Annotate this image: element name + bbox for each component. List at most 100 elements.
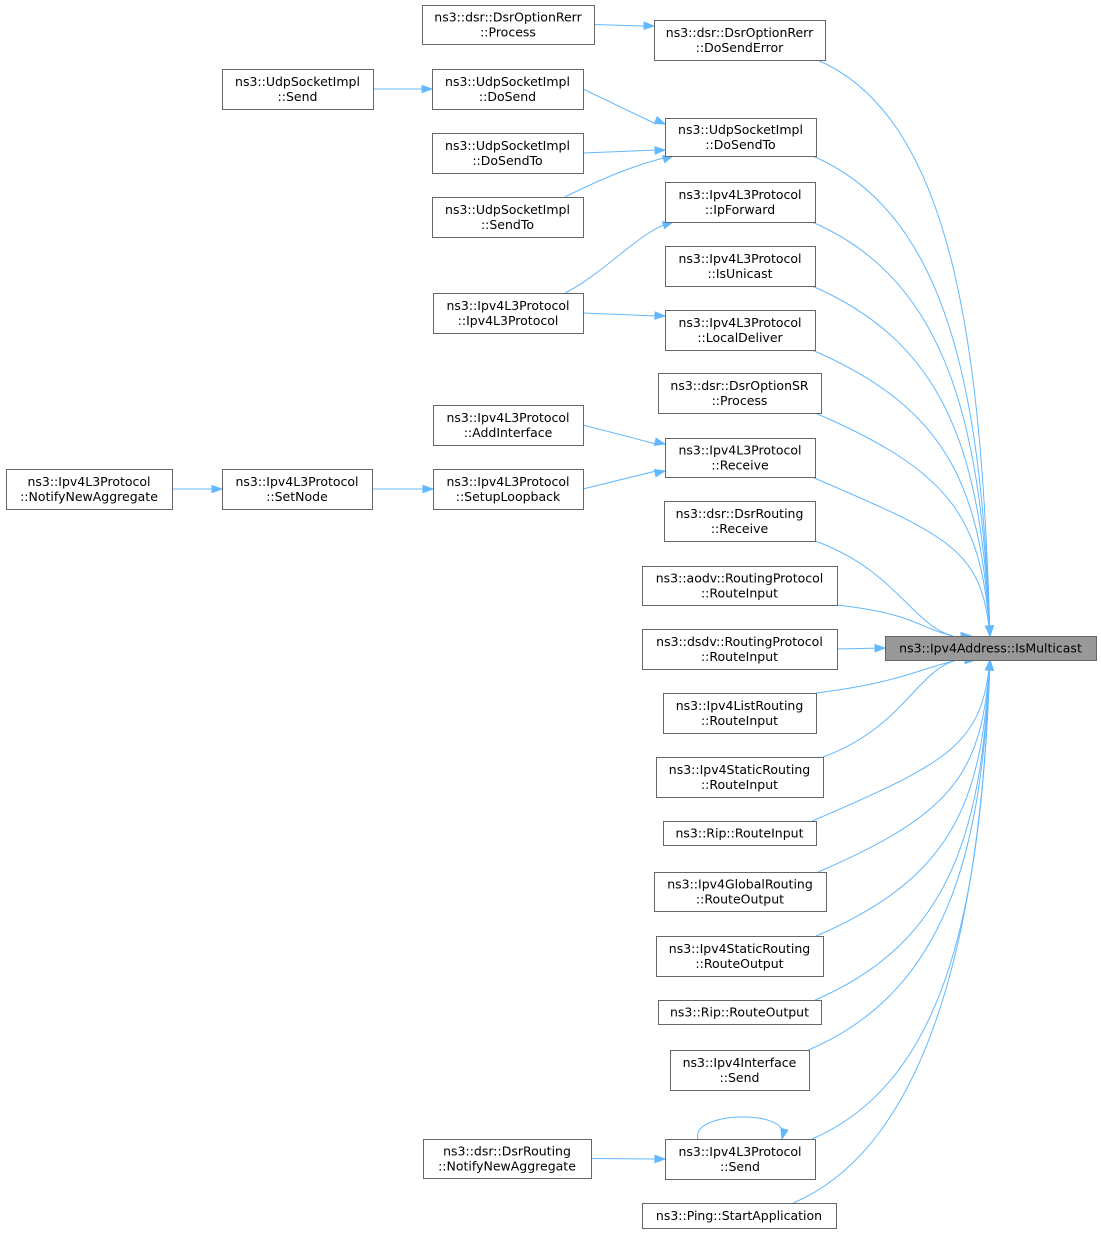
node-label-line: ns3::Ipv4Interface xyxy=(683,1055,797,1070)
node-label-line: ns3::Rip::RouteInput xyxy=(676,826,804,841)
node-label-line: ::IpForward xyxy=(705,202,775,217)
node-ipv4l3-ctor[interactable]: ns3::Ipv4L3Protocol::Ipv4L3Protocol xyxy=(433,293,584,334)
node-label-line: ns3::Ipv4L3Protocol xyxy=(27,474,150,489)
edge-arrowhead xyxy=(643,21,656,31)
edge-ipv4l3_notifynewaggregate-to-ipv4l3_setnode xyxy=(172,484,224,494)
node-target[interactable]: ns3::Ipv4Address::IsMulticast xyxy=(885,636,1097,661)
edge-ipv4l3_setnode-to-ipv4l3_setuploopback xyxy=(372,484,435,494)
edge-udp_dosendto2-to-udp_dosendto xyxy=(582,146,667,155)
edge-line xyxy=(582,312,657,317)
edge-rip_routeinput-to-target xyxy=(812,658,994,822)
node-box xyxy=(642,1203,837,1229)
edge-line xyxy=(811,285,991,637)
edge-ipv4l3_addinterface-to-ipv4l3_receive xyxy=(582,424,667,446)
node-box xyxy=(665,246,816,287)
node-udp-dosend[interactable]: ns3::UdpSocketImpl::DoSend xyxy=(432,69,584,110)
edge-line xyxy=(811,221,991,637)
node-static-routeinput[interactable]: ns3::Ipv4StaticRouting::RouteInput xyxy=(656,757,824,798)
node-ipv4l3-setuploopback[interactable]: ns3::Ipv4L3Protocol::SetupLoopback xyxy=(433,469,584,510)
node-label-line: ns3::dsr::DsrOptionRerr xyxy=(434,10,582,25)
node-label-line: ::SendTo xyxy=(481,217,534,232)
node-box xyxy=(663,693,817,734)
edge-ping_startapplication-to-target xyxy=(793,658,994,1204)
edge-line xyxy=(697,1116,783,1140)
edge-line xyxy=(814,540,954,637)
node-dsdv-routeinput[interactable]: ns3::dsdv::RoutingProtocol::RouteInput xyxy=(642,629,838,670)
node-label-line: ns3::Ipv4L3Protocol xyxy=(678,443,801,458)
node-global-routeoutput[interactable]: ns3::Ipv4GlobalRouting::RouteOutput xyxy=(654,872,827,912)
node-box xyxy=(670,1050,810,1091)
node-dsr-rerr-process[interactable]: ns3::dsr::DsrOptionRerr::Process xyxy=(422,5,595,45)
node-ping-startapplication[interactable]: ns3::Ping::StartApplication xyxy=(642,1203,837,1229)
node-box xyxy=(654,20,826,61)
node-label-line: ns3::UdpSocketImpl xyxy=(445,202,570,217)
node-label-line: ::Send xyxy=(278,89,318,104)
node-dsr-routing-receive[interactable]: ns3::dsr::DsrRouting::Receive xyxy=(664,501,816,542)
node-ipv4l3-setnode[interactable]: ns3::Ipv4L3Protocol::SetNode xyxy=(222,469,373,510)
node-dsr-sr-process[interactable]: ns3::dsr::DsrOptionSR::Process xyxy=(658,373,822,414)
node-ipv4l3-ipforward[interactable]: ns3::Ipv4L3Protocol::IpForward xyxy=(665,182,816,223)
node-box xyxy=(422,5,595,45)
edge-line xyxy=(822,659,958,758)
node-ipv4l3-send[interactable]: ns3::Ipv4L3Protocol::Send xyxy=(665,1139,816,1180)
node-label-line: ns3::Ipv4L3Protocol xyxy=(446,298,569,313)
node-ipv4l3-notifynewaggregate[interactable]: ns3::Ipv4L3Protocol::NotifyNewAggregate xyxy=(6,469,173,510)
edge-line xyxy=(582,424,657,445)
node-box xyxy=(885,636,1097,661)
node-label-line: ns3::Ipv4L3Protocol xyxy=(678,315,801,330)
node-rip-routeoutput[interactable]: ns3::Rip::RouteOutput xyxy=(658,1000,822,1025)
node-label-line: ns3::Rip::RouteOutput xyxy=(670,1005,809,1020)
node-label-line: ::NotifyNewAggregate xyxy=(20,489,158,504)
edge-arrowhead xyxy=(653,115,667,125)
node-dsr-routing-notify[interactable]: ns3::dsr::DsrRouting::NotifyNewAggregate xyxy=(423,1139,592,1179)
node-box xyxy=(222,69,374,110)
edge-udp_dosend-to-udp_dosendto xyxy=(582,88,667,125)
edge-arrowhead xyxy=(654,146,667,155)
edge-static_routeinput-to-target xyxy=(822,655,977,758)
edge-aodv_routeinput-to-target xyxy=(836,604,973,641)
node-label-line: ::RouteInput xyxy=(701,777,778,792)
node-aodv-routeinput[interactable]: ns3::aodv::RoutingProtocol::RouteInput xyxy=(642,566,838,606)
node-box xyxy=(432,133,584,174)
node-ipv4l3-localdeliver[interactable]: ns3::Ipv4L3Protocol::LocalDeliver xyxy=(665,310,816,351)
node-box xyxy=(432,197,584,238)
node-udp-sendto[interactable]: ns3::UdpSocketImpl::SendTo xyxy=(432,197,584,238)
node-box xyxy=(665,118,817,157)
edge-line xyxy=(816,659,991,937)
edge-arrowhead xyxy=(211,484,224,494)
node-udp-send[interactable]: ns3::UdpSocketImpl::Send xyxy=(222,69,374,110)
node-label-line: ns3::aodv::RoutingProtocol xyxy=(656,571,824,586)
edge-arrowhead xyxy=(653,437,667,446)
edge-dsr_routing_receive-to-target xyxy=(814,540,973,641)
node-static-routeoutput[interactable]: ns3::Ipv4StaticRouting::RouteOutput xyxy=(656,936,824,977)
node-label-line: ::RouteOutput xyxy=(696,892,784,907)
node-ipv4l3-addinterface[interactable]: ns3::Ipv4L3Protocol::AddInterface xyxy=(433,405,584,446)
node-label-line: ::IsUnicast xyxy=(707,266,772,281)
node-label-line: ns3::dsr::DsrOptionSR xyxy=(670,378,809,393)
node-label-line: ::Process xyxy=(712,393,768,408)
node-rip-routeinput[interactable]: ns3::Rip::RouteInput xyxy=(663,821,817,846)
node-box xyxy=(423,1139,592,1179)
node-ipv4interface-send[interactable]: ns3::Ipv4Interface::Send xyxy=(670,1050,810,1091)
edge-dsr_routing_notify-to-ipv4l3_send xyxy=(590,1154,667,1164)
edge-line xyxy=(812,659,991,822)
node-udp-dosendto2[interactable]: ns3::UdpSocketImpl::DoSendTo xyxy=(432,133,584,174)
node-label-line: ns3::Ipv4L3Protocol xyxy=(678,1144,801,1159)
node-dsr-rerr-dosenderror[interactable]: ns3::dsr::DsrOptionRerr::DoSendError xyxy=(654,20,826,61)
node-box xyxy=(432,69,584,110)
node-listrouting-routeinput[interactable]: ns3::Ipv4ListRouting::RouteInput xyxy=(663,693,817,734)
node-udp-dosendto[interactable]: ns3::UdpSocketImpl::DoSendTo xyxy=(665,118,817,157)
node-ipv4l3-isunicast[interactable]: ns3::Ipv4L3Protocol::IsUnicast xyxy=(665,246,816,287)
edge-ipv4l3_isunicast-to-target xyxy=(811,285,994,638)
node-ipv4l3-receive[interactable]: ns3::Ipv4L3Protocol::Receive xyxy=(665,438,816,478)
edge-udp_dosendto-to-target xyxy=(812,155,994,638)
edge-ipv4l3_send-to-target xyxy=(811,658,994,1140)
node-label-line: ::Send xyxy=(720,1159,760,1174)
edge-arrowhead xyxy=(985,658,994,671)
edge-udp_send-to-udp_dosend xyxy=(373,84,434,94)
node-label-line: ns3::Ipv4L3Protocol xyxy=(678,187,801,202)
edge-line xyxy=(808,659,991,1051)
edge-ipv4l3_send-to-ipv4l3_send xyxy=(697,1116,789,1141)
edge-ipv4l3_setuploopback-to-ipv4l3_receive xyxy=(582,469,667,490)
node-label-line: ::RouteInput xyxy=(701,649,778,664)
